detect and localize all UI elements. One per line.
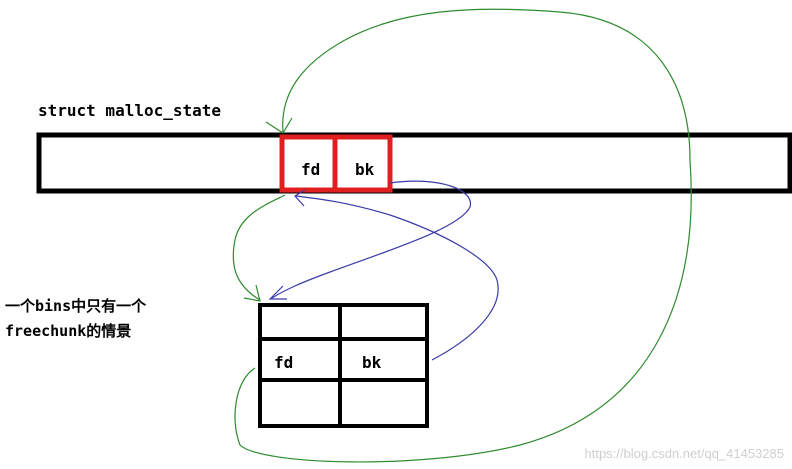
blue-chunk-to-struct-arrow	[295, 195, 499, 361]
struct-bk-cell	[332, 134, 393, 193]
blue-bk-arrowhead	[268, 285, 287, 300]
chunk-bk-label: bk	[362, 353, 382, 372]
green-fd-arrow	[234, 8, 692, 463]
green-struct-to-chunk-arrow	[232, 194, 286, 301]
blue-chunk-to-struct-arrowhead	[294, 189, 306, 207]
watermark: https://blog.csdn.net/qq_41453285	[584, 446, 785, 461]
struct-title: struct malloc_state	[38, 101, 222, 120]
caption-line-2: freechunk的情景	[5, 322, 132, 340]
chunk-fd-label: fd	[274, 353, 293, 372]
green-fd-arrowhead	[265, 117, 293, 134]
caption-line-1: 一个bins中只有一个	[5, 297, 147, 315]
malloc-state-bar	[36, 132, 792, 194]
free-chunk-grid	[258, 303, 429, 428]
blue-bk-arrow	[271, 180, 471, 299]
green-struct-to-chunk-arrowhead	[243, 284, 261, 302]
struct-fd-label: fd	[301, 160, 320, 179]
struct-bk-label: bk	[355, 160, 375, 179]
